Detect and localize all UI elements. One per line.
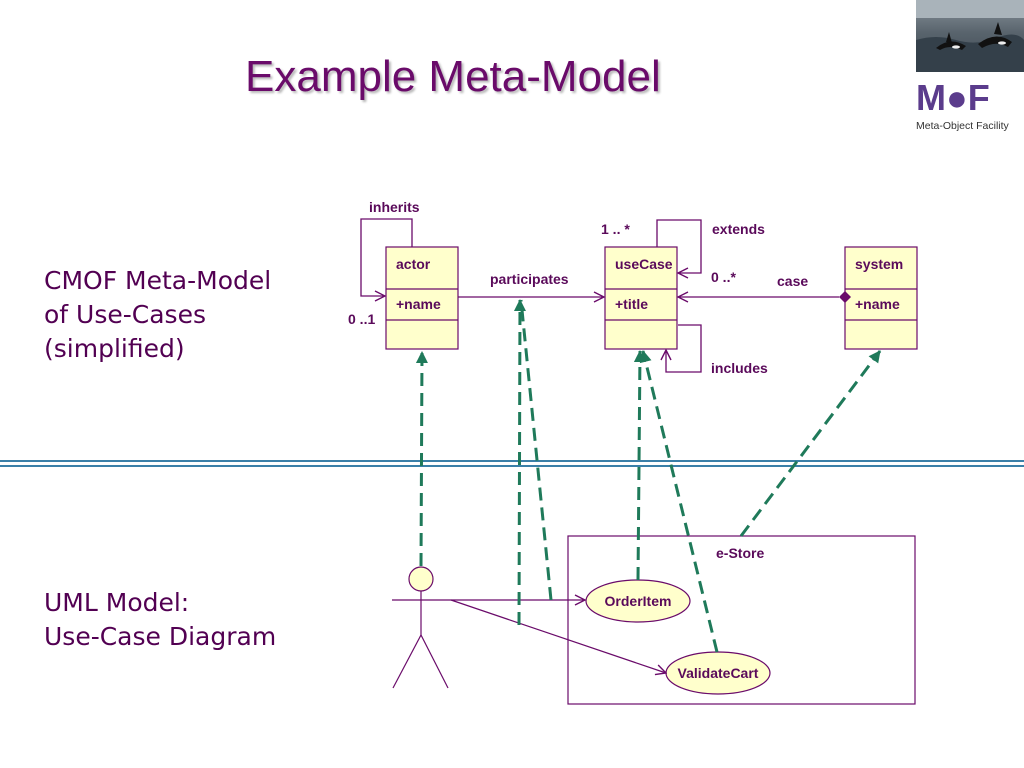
instance-of-actor-arrow — [415, 351, 428, 567]
cmof-caption-line: (simplified) — [44, 334, 185, 363]
extends-association — [656, 219, 702, 273]
inherits-label: inherits — [369, 199, 420, 215]
instance-of-participates-arrow-2 — [519, 299, 553, 601]
class-usecase-attr: +title — [615, 296, 648, 312]
divider-line-top — [0, 460, 1024, 462]
multiplicity-0-many-label: 0 ..* — [711, 269, 736, 285]
mof-logo: M●F Meta-Object Facility — [914, 76, 1024, 134]
mof-logo-letters: M●F — [916, 77, 990, 118]
cmof-caption: CMOF Meta-Model of Use-Cases (simplified… — [44, 264, 271, 366]
slide-title: Example Meta-Model — [245, 52, 661, 101]
cmof-caption-line: CMOF Meta-Model — [44, 266, 272, 295]
uml-caption-line: UML Model: — [44, 588, 190, 617]
class-usecase-name: useCase — [615, 256, 673, 272]
e-store-label: e-Store — [716, 545, 764, 561]
cmof-caption-line: of Use-Cases — [44, 300, 206, 329]
uml-caption: UML Model: Use-Case Diagram — [44, 586, 276, 654]
actor-validatecart-association — [450, 599, 666, 673]
mof-logo-caption: Meta-Object Facility — [916, 120, 1010, 132]
instance-of-system-arrow — [739, 350, 882, 537]
class-actor: actor +name — [385, 246, 459, 350]
usecase-validatecart-label: ValidateCart — [678, 665, 759, 681]
class-usecase: useCase +title — [604, 246, 678, 350]
case-label: case — [777, 273, 808, 289]
instance-of-validatecart-arrow — [639, 350, 719, 653]
instance-of-participates-arrow-1 — [513, 299, 526, 626]
participates-label: participates — [490, 271, 569, 287]
multiplicity-1-many-label: 1 .. * — [601, 221, 630, 237]
instance-of-orderitem-arrow — [633, 350, 646, 581]
divider-line-bottom — [0, 465, 1024, 467]
composition-diamond-icon — [839, 291, 851, 303]
usecase-orderitem-label: OrderItem — [605, 593, 672, 609]
orca-photo-image — [916, 0, 1024, 72]
usecase-orderitem: OrderItem — [585, 579, 691, 623]
inherits-association — [360, 218, 413, 296]
mof-logo-image: M●F Meta-Object Facility — [916, 77, 1010, 132]
class-system-attr: +name — [855, 296, 900, 312]
includes-label: includes — [711, 360, 768, 376]
class-actor-attr: +name — [396, 296, 441, 312]
extends-label: extends — [712, 221, 765, 237]
class-system: system +name — [844, 246, 918, 350]
class-actor-name: actor — [396, 256, 431, 272]
uml-caption-line: Use-Case Diagram — [44, 622, 277, 651]
class-system-name: system — [855, 256, 903, 272]
usecase-validatecart: ValidateCart — [665, 651, 771, 695]
multiplicity-0-1-label: 0 ..1 — [348, 311, 375, 327]
includes-association — [666, 324, 702, 373]
actor-stick-figure — [392, 566, 451, 689]
orca-photo — [916, 0, 1024, 72]
